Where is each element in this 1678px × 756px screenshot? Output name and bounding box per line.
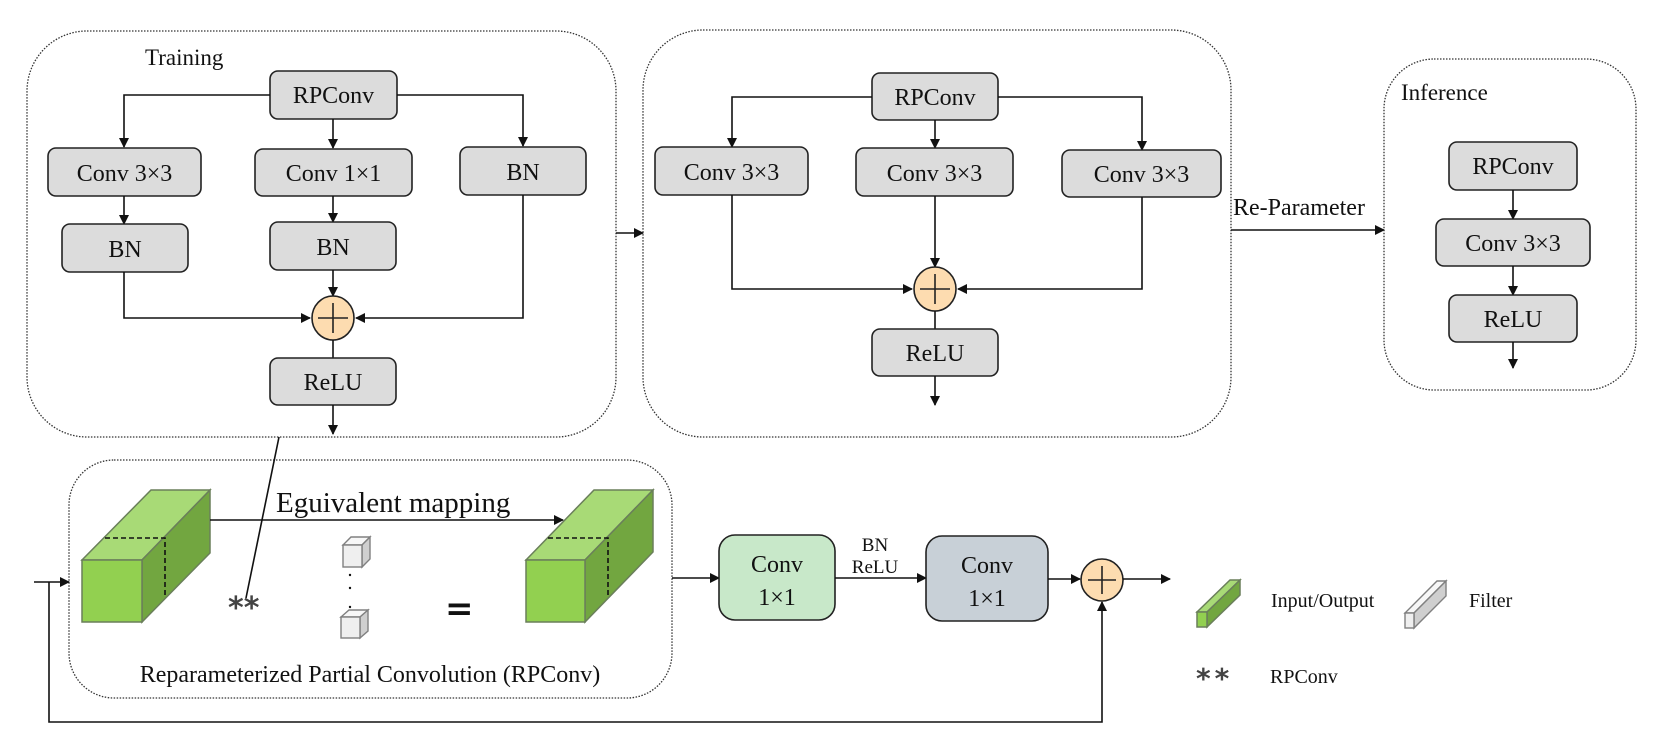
legend: Input/Output Filter ** RPConv bbox=[1195, 578, 1513, 695]
training-bn-3x3-label: BN bbox=[108, 237, 141, 263]
training-title: Training bbox=[145, 45, 224, 70]
skip-connection bbox=[48, 582, 1107, 723]
equals-sign: = bbox=[445, 589, 474, 629]
legend-filter-icon bbox=[1403, 579, 1448, 630]
inference-frame bbox=[1383, 58, 1637, 391]
filter-icon-bottom bbox=[339, 608, 370, 640]
intermediate-wire-left-sum bbox=[731, 195, 913, 294]
inference-relu-label: ReLU bbox=[1484, 307, 1543, 333]
rpconv-frame bbox=[68, 459, 673, 699]
intermediate-sum-icon bbox=[913, 266, 957, 312]
training-conv1x1-label: Conv 1×1 bbox=[286, 161, 382, 187]
block-sum-icon bbox=[1080, 558, 1124, 602]
intermediate-panel: RPConv Conv 3×3 Conv 3×3 Conv 3×3 ReLU bbox=[642, 29, 1232, 438]
legend-rpconv-icon: ** bbox=[1196, 662, 1233, 695]
intermediate-conv-mid-label: Conv 3×3 bbox=[887, 161, 983, 187]
training-panel: Training RPConv Conv 3×3 Conv 1×1 BN BN … bbox=[26, 30, 617, 438]
intermediate-frame bbox=[642, 29, 1232, 438]
rpconv-link-line bbox=[245, 436, 280, 599]
training-wire-bnid-sum bbox=[355, 195, 524, 323]
rpconv-operator-icon: ** bbox=[228, 591, 260, 626]
output-tensor-icon bbox=[524, 488, 655, 624]
inference-title: Inference bbox=[1401, 80, 1488, 105]
equivalent-mapping-label: Eguivalent mapping bbox=[276, 487, 510, 519]
training-bn-3x3-block bbox=[61, 223, 189, 273]
conv-a-label-line2: 1×1 bbox=[758, 585, 796, 611]
training-bn-1x1-label: BN bbox=[316, 235, 349, 261]
conv-b-label-line1: Conv bbox=[961, 553, 1013, 579]
relu-label: ReLU bbox=[852, 557, 899, 578]
training-frame bbox=[26, 30, 617, 438]
training-wire-to-bn bbox=[397, 94, 528, 147]
rpconv-module: Eguivalent mapping ** = Reparame bbox=[68, 436, 673, 699]
training-conv3x3-label: Conv 3×3 bbox=[77, 161, 173, 187]
intermediate-conv-right-label: Conv 3×3 bbox=[1094, 162, 1190, 188]
inference-panel: Inference RPConv Conv 3×3 ReLU bbox=[1383, 58, 1637, 391]
legend-filter-label: Filter bbox=[1469, 590, 1513, 612]
training-wire-bn3x3-sum bbox=[123, 272, 311, 323]
training-bn-identity-label: BN bbox=[506, 160, 539, 186]
input-tensor-icon bbox=[80, 488, 212, 624]
intermediate-relu-label: ReLU bbox=[906, 341, 965, 367]
filter-icon-top bbox=[341, 535, 372, 569]
training-sum-icon bbox=[311, 295, 355, 341]
rpconv-caption: Reparameterized Partial Convolution (RPC… bbox=[140, 662, 601, 688]
training-relu-label: ReLU bbox=[304, 370, 363, 396]
reparameter-label: Re-Parameter bbox=[1233, 195, 1365, 221]
intermediate-wire-right bbox=[998, 96, 1147, 151]
conv-b-label-line2: 1×1 bbox=[968, 586, 1006, 612]
intermediate-wire-right-sum bbox=[957, 197, 1143, 294]
bn-label: BN bbox=[862, 535, 889, 556]
conv-a-label-line1: Conv bbox=[751, 552, 803, 578]
legend-rpconv-label: RPConv bbox=[1270, 666, 1338, 688]
filter-dots bbox=[348, 573, 352, 609]
inference-rpconv-label: RPConv bbox=[1472, 154, 1553, 180]
legend-input-output-icon bbox=[1195, 578, 1242, 629]
legend-input-output-label: Input/Output bbox=[1271, 590, 1375, 612]
intermediate-wire-left bbox=[727, 96, 872, 148]
inference-conv-label: Conv 3×3 bbox=[1465, 231, 1561, 257]
intermediate-conv-left-label: Conv 3×3 bbox=[684, 160, 780, 186]
intermediate-rpconv-label: RPConv bbox=[894, 85, 975, 111]
training-rpconv-label: RPConv bbox=[293, 83, 374, 109]
training-wire-to-conv3x3 bbox=[119, 94, 270, 148]
